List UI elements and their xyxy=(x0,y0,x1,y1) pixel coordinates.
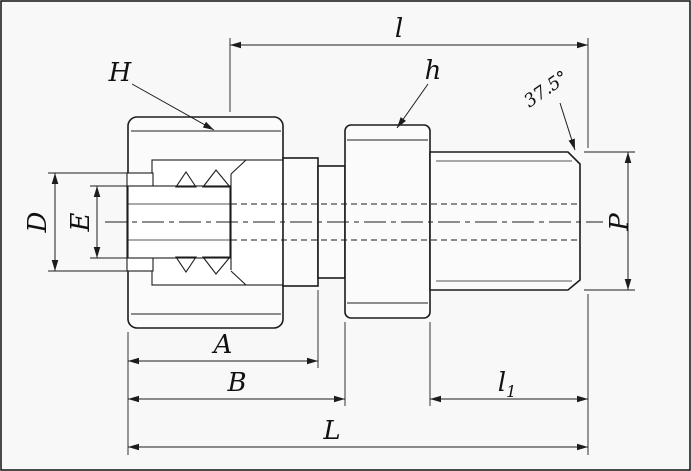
thread-profile xyxy=(429,151,581,291)
dim-L-label: L xyxy=(322,416,340,446)
dim-L: L xyxy=(128,416,588,451)
male-thread-end xyxy=(429,151,581,291)
body-hex xyxy=(344,124,431,319)
dim-l-label: l xyxy=(395,14,403,44)
dim-E: E xyxy=(66,185,150,259)
dim-P: P xyxy=(584,151,635,291)
hex-body xyxy=(344,124,431,319)
body-nose-chamfer-bottom xyxy=(230,270,247,286)
dim-D-label: D xyxy=(23,211,53,233)
callout-H: H xyxy=(108,58,215,131)
front-ferrule-bottom xyxy=(201,256,232,275)
callout-h: h xyxy=(396,56,442,129)
dim-l1-subscript: 1 xyxy=(506,382,516,401)
callout-h-label: h xyxy=(425,56,442,86)
dim-l1-label: l1 xyxy=(498,368,517,401)
dim-D: D xyxy=(23,172,150,272)
leader-line xyxy=(396,83,429,129)
dim-l1: l1 xyxy=(429,294,589,455)
callout-H-label: H xyxy=(108,58,133,88)
body-nose-chamfer-top xyxy=(230,159,247,175)
dim-E-label: E xyxy=(66,212,96,232)
leader-line xyxy=(131,83,215,131)
dim-A-label: A xyxy=(212,330,233,360)
dim-A: A xyxy=(127,290,319,455)
dim-l1-main: l xyxy=(498,368,506,398)
front-ferrule-top xyxy=(201,169,232,188)
dim-l: l xyxy=(229,14,589,148)
nut-section xyxy=(126,116,284,329)
leader-line xyxy=(559,102,576,151)
back-ferrule-bottom xyxy=(174,256,198,273)
fitting-part xyxy=(105,116,603,329)
dim-P-label: P xyxy=(605,213,635,232)
dim-B-label: B xyxy=(226,368,246,398)
dim-B: B xyxy=(128,322,346,406)
back-ferrule-top xyxy=(174,171,198,188)
